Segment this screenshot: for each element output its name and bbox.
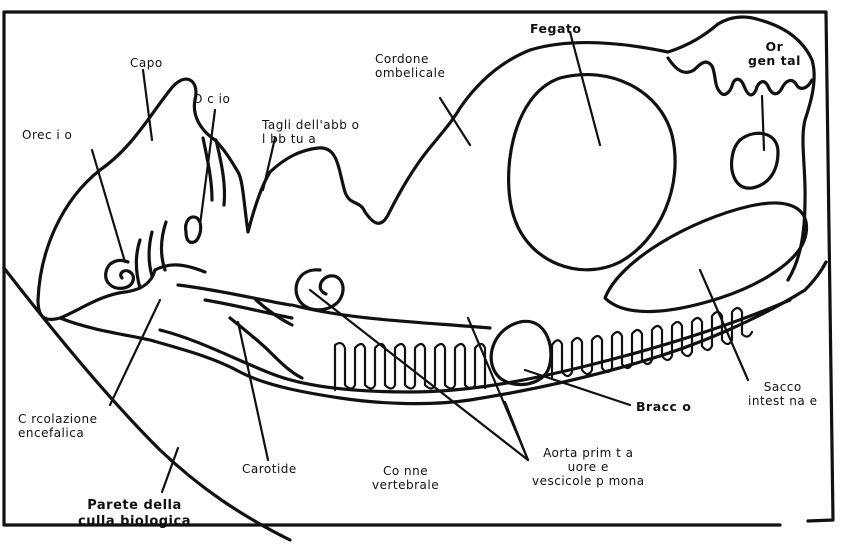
label-colonna-line-2: vertebrale <box>372 478 439 492</box>
frame <box>4 12 833 525</box>
label-circulation: C rcolazione encefalica <box>18 412 97 440</box>
label-liver: Fegato <box>530 22 581 36</box>
label-colonna-line-1: Co nne <box>372 464 439 478</box>
label-aorta-line-3: vescicole p mona <box>532 474 645 488</box>
label-aorta-line-1: Aorta prim t a <box>532 446 645 460</box>
label-ear: Orec i o <box>22 128 72 142</box>
label-sacco-line-1: Sacco <box>748 380 817 394</box>
gill-arch-3 <box>161 222 166 270</box>
label-spine: Co nne vertebrale <box>372 464 439 492</box>
ear-spiral <box>106 260 134 288</box>
label-arm: Bracc o <box>636 400 691 414</box>
neck-line-1 <box>178 285 290 305</box>
label-aorta: Aorta prim t a uore e vescicole p mona <box>532 446 645 488</box>
label-genital-line-2: gen tal <box>748 54 801 68</box>
label-cuts: Tagli dell'abb o l bb tu a <box>262 118 360 146</box>
gill-arch-2 <box>149 232 152 276</box>
liver <box>509 75 675 270</box>
leader-orecchio <box>92 150 125 262</box>
heart-spiral <box>296 270 343 310</box>
label-cordone-line-1: Cordone <box>375 52 445 66</box>
label-circolazione-line-2: encefalica <box>18 426 97 440</box>
leader-circolazione <box>110 300 160 405</box>
vertebrae-wave-left <box>335 343 485 390</box>
label-aorta-line-2: uore e <box>532 460 645 474</box>
eye-ring <box>186 217 201 242</box>
label-tagli-line-2: l bb tu a <box>262 132 360 146</box>
leader-cordone <box>440 98 470 145</box>
label-parete-line-2: culla biologica <box>78 514 191 530</box>
label-genital-line-1: Or <box>748 40 801 54</box>
label-circolazione-line-1: C rcolazione <box>18 412 97 426</box>
heart-loop <box>230 318 302 378</box>
label-umbilical-cord: Cordone ombelicale <box>375 52 445 80</box>
label-head: Capo <box>130 56 163 70</box>
label-carotid: Carotide <box>242 462 297 476</box>
label-genital-organs: Or gen tal <box>748 40 801 68</box>
label-cordone-line-2: ombelicale <box>375 66 445 80</box>
label-intestinal-sac: Sacco intest na e <box>748 380 817 408</box>
label-eye: O c io <box>193 92 230 106</box>
label-tagli-line-1: Tagli dell'abb o <box>262 118 360 132</box>
label-parete-line-1: Parete della <box>78 498 191 514</box>
leader-capo <box>143 70 152 140</box>
intestinal-sac <box>605 203 807 312</box>
leader-carotide <box>238 322 268 460</box>
gill-arch-1 <box>136 240 140 288</box>
label-sacco-line-2: intest na e <box>748 394 817 408</box>
leader-fegato <box>570 32 600 145</box>
leader-genital <box>762 96 764 150</box>
label-cradle-wall: Parete della culla biologica <box>78 498 191 530</box>
genital-blob <box>732 133 778 188</box>
